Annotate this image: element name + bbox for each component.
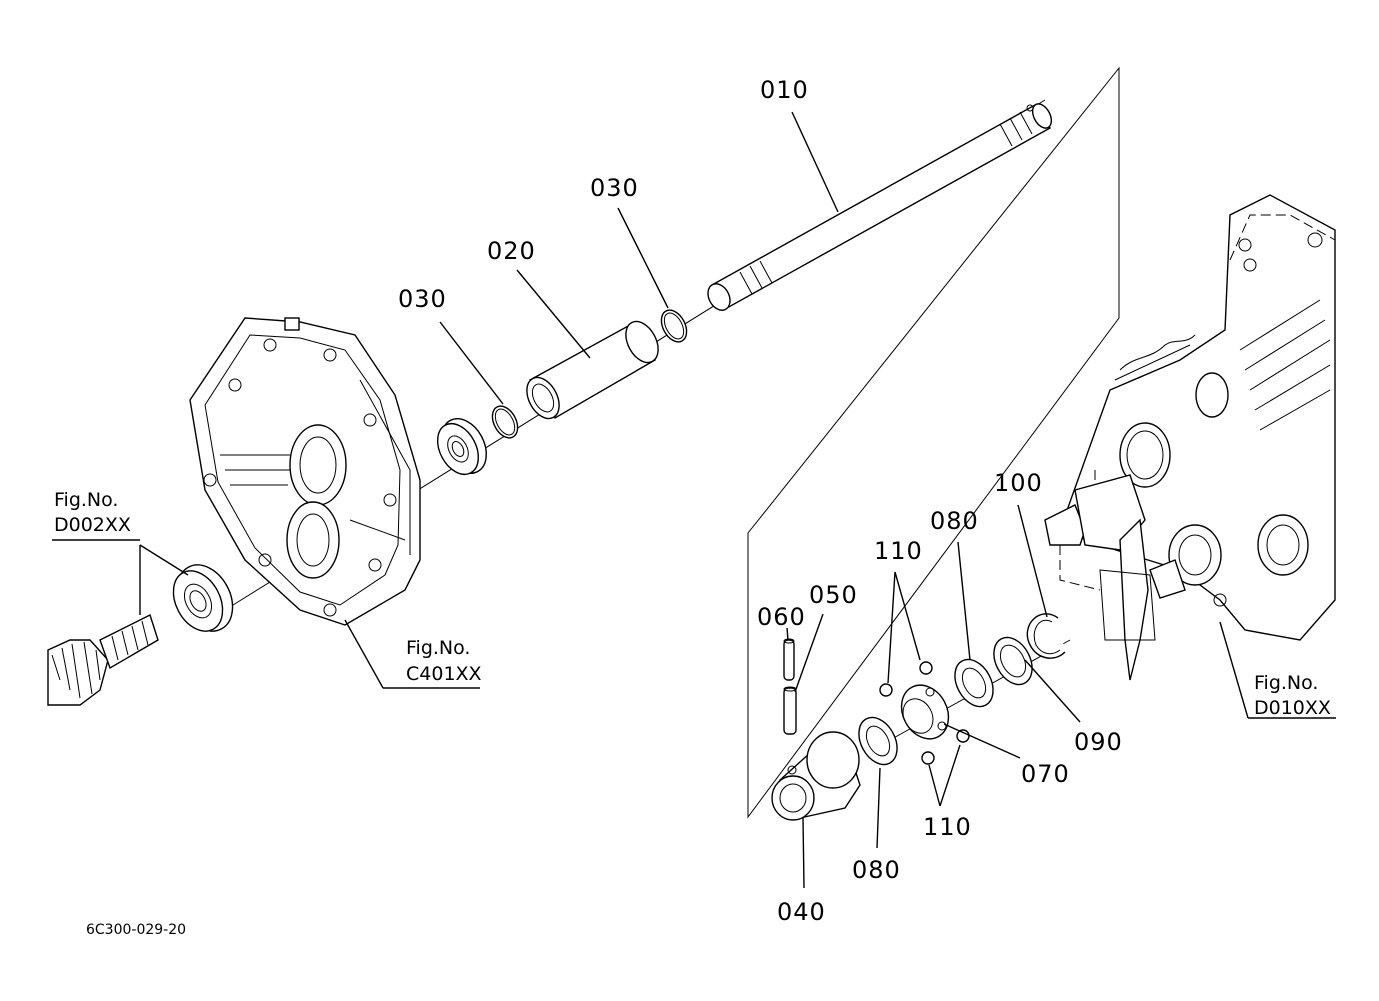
- figref-c401-line1: Fig.No.: [406, 637, 470, 659]
- callout-090: 090: [1074, 728, 1123, 756]
- callout-040: 040: [777, 898, 826, 926]
- figref-d002-line1: Fig.No.: [54, 489, 118, 511]
- bearing-middle: [436, 418, 487, 475]
- washer-080-upper: [954, 658, 994, 708]
- ball-110: [921, 751, 935, 765]
- callout-080-lower: 080: [852, 856, 901, 884]
- document-number: 6C300-029-20: [86, 922, 186, 938]
- gear-shaft: [47, 614, 159, 706]
- washer-080-lower: [858, 716, 898, 766]
- housing-cover: [189, 317, 421, 626]
- callout-110-upper: 110: [874, 537, 923, 565]
- washer-090: [993, 636, 1033, 686]
- ball-110: [919, 661, 933, 675]
- transmission-case: [1044, 194, 1336, 681]
- callout-100: 100: [994, 469, 1043, 497]
- figref-c401-line2: C401XX: [406, 663, 482, 685]
- bearing-left: [172, 564, 234, 632]
- callout-080-upper: 080: [930, 507, 979, 535]
- collar-070: [900, 684, 950, 740]
- callout-060: 060: [757, 603, 806, 631]
- sleeve-020: [526, 320, 659, 420]
- callout-070: 070: [1021, 760, 1070, 788]
- callout-020: 020: [487, 237, 536, 265]
- figref-d002-line2: D002XX: [54, 514, 131, 536]
- hub-040: [771, 731, 861, 821]
- ball-110: [956, 729, 970, 743]
- figref-d010-line1: Fig.No.: [1254, 672, 1318, 694]
- assembly-group-frame: [747, 66, 1120, 819]
- callout-050: 050: [809, 581, 858, 609]
- pin-060: [783, 638, 795, 681]
- snap-ring-100: [1026, 613, 1066, 659]
- shaft-010: [707, 103, 1053, 311]
- figref-d010-line2: D010XX: [1254, 697, 1331, 719]
- callout-010: 010: [760, 76, 809, 104]
- ball-110: [879, 683, 893, 697]
- callout-030-lower: 030: [398, 285, 447, 313]
- pin-050: [783, 686, 797, 735]
- callout-030-upper: 030: [590, 174, 639, 202]
- callout-110-lower: 110: [923, 813, 972, 841]
- o-ring-030-lower: [491, 405, 519, 439]
- o-ring-030-upper: [660, 309, 688, 343]
